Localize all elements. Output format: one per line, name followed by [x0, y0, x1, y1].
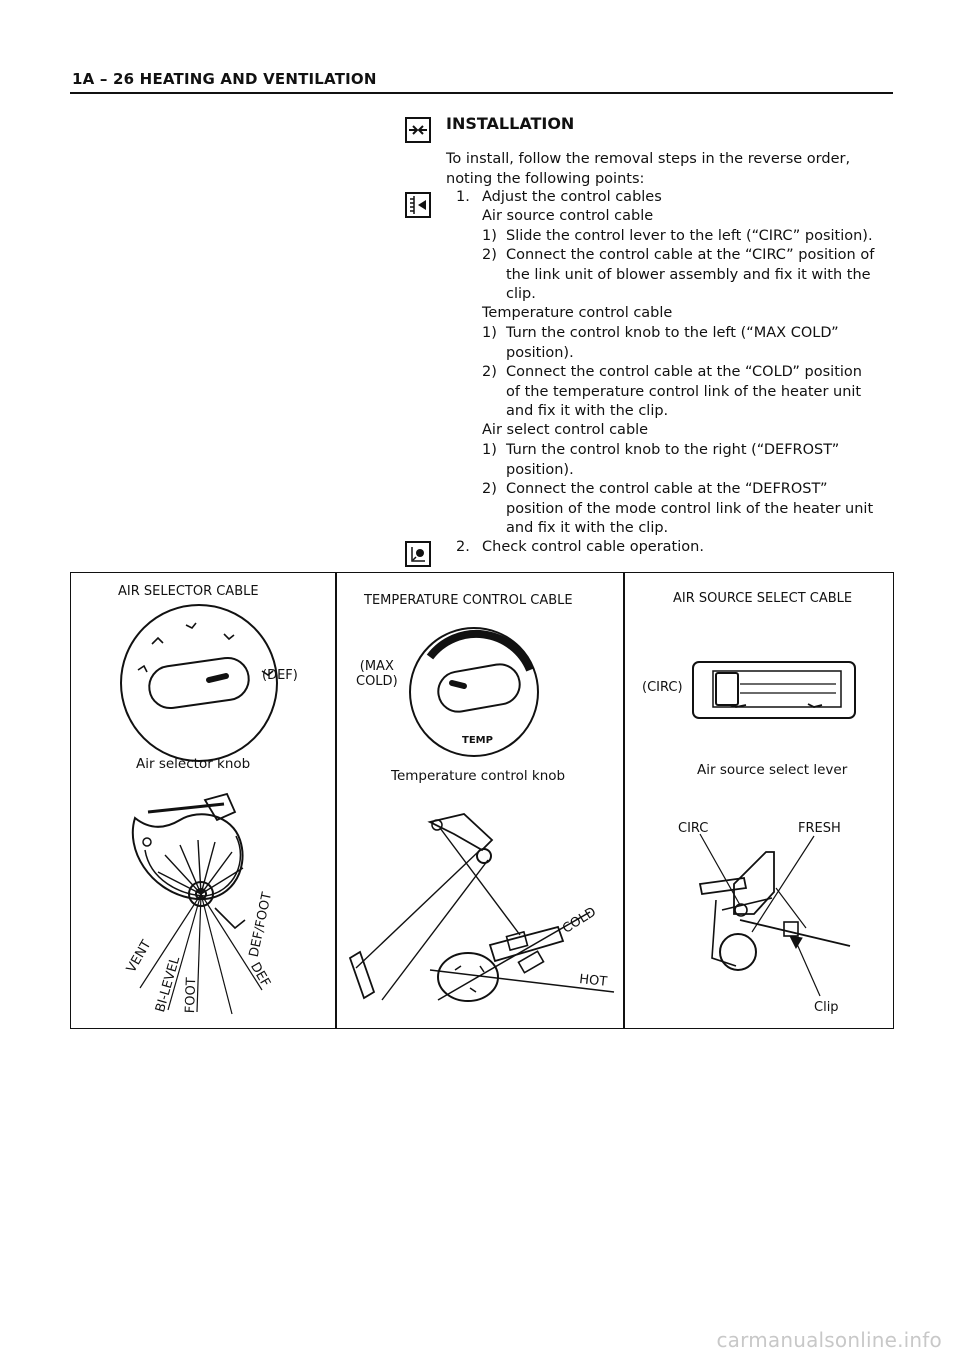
watermark: carmanualsonline.info	[716, 1328, 942, 1352]
temperature-title: Temperature control cable	[482, 305, 673, 321]
page-header: 1A – 26 HEATING AND VENTILATION	[72, 70, 377, 88]
temperature-control-cable-title: TEMPERATURE CONTROL CABLE	[364, 593, 573, 608]
air-source-lever-caption: Air source select lever	[697, 762, 848, 778]
temperature-item-2: Connect the control cable at the “COLD” …	[506, 364, 862, 419]
circ-position-label: (CIRC)	[642, 680, 683, 695]
figure-frame	[70, 572, 894, 1029]
def-position-label: (DEF)	[262, 668, 298, 683]
air-selector-knob-caption: Air selector knob	[136, 756, 251, 772]
mode-label-foot: FOOT	[183, 977, 200, 1014]
step-2-number: 2.	[456, 539, 470, 555]
air-select-item-2: Connect the control cable at the “DEFROS…	[506, 481, 874, 536]
circ-label: CIRC	[678, 821, 709, 836]
air-source-lever-drawing	[692, 661, 856, 719]
air-source-item-1-num: 1)	[482, 228, 497, 244]
max-cold-label: (MAX COLD)	[356, 659, 398, 689]
temperature-item-2-num: 2)	[482, 364, 497, 380]
temperature-item-1-num: 1)	[482, 325, 497, 341]
figure-divider-2	[623, 572, 625, 1029]
step-1-number: 1.	[456, 189, 470, 205]
air-select-item-1-num: 1)	[482, 442, 497, 458]
air-source-linkage-drawing	[698, 833, 851, 997]
inspection-icon	[405, 541, 431, 567]
air-select-item-1: Turn the control knob to the right (“DEF…	[506, 442, 840, 478]
header-rule	[70, 92, 893, 94]
air-source-title: Air source control cable	[482, 208, 654, 224]
install-arrows-icon	[405, 117, 431, 143]
figure-divider-1	[335, 572, 337, 1029]
temperature-knob-drawing	[409, 627, 539, 757]
air-source-item-1: Slide the control lever to the left (“CI…	[506, 228, 873, 244]
air-source-item-2: Connect the control cable at the “CIRC” …	[506, 247, 875, 302]
step-2-text: Check control cable operation.	[482, 539, 704, 555]
air-select-item-2-num: 2)	[482, 481, 497, 497]
step-1-text: Adjust the control cables	[482, 189, 662, 205]
adjustment-gauge-icon	[405, 192, 431, 218]
temp-knob-text: TEMP	[462, 735, 493, 746]
temperature-item-1: Turn the control knob to the left (“MAX …	[506, 325, 839, 361]
fresh-label: FRESH	[798, 821, 841, 836]
temperature-knob-caption: Temperature control knob	[391, 768, 566, 784]
temperature-linkage-drawing	[348, 813, 615, 1002]
hot-label: HOT	[578, 972, 608, 990]
air-selector-knob-drawing	[120, 604, 278, 762]
intro-text: To install, follow the removal steps in …	[446, 151, 851, 187]
air-select-title: Air select control cable	[482, 422, 649, 438]
clip-label: Clip	[814, 1000, 839, 1015]
air-selector-cable-title: AIR SELECTOR CABLE	[118, 584, 259, 599]
air-source-item-2-num: 2)	[482, 247, 497, 263]
air-selector-linkage-drawing	[131, 792, 263, 1015]
section-heading: INSTALLATION	[446, 114, 575, 133]
air-source-select-cable-title: AIR SOURCE SELECT CABLE	[673, 591, 853, 606]
